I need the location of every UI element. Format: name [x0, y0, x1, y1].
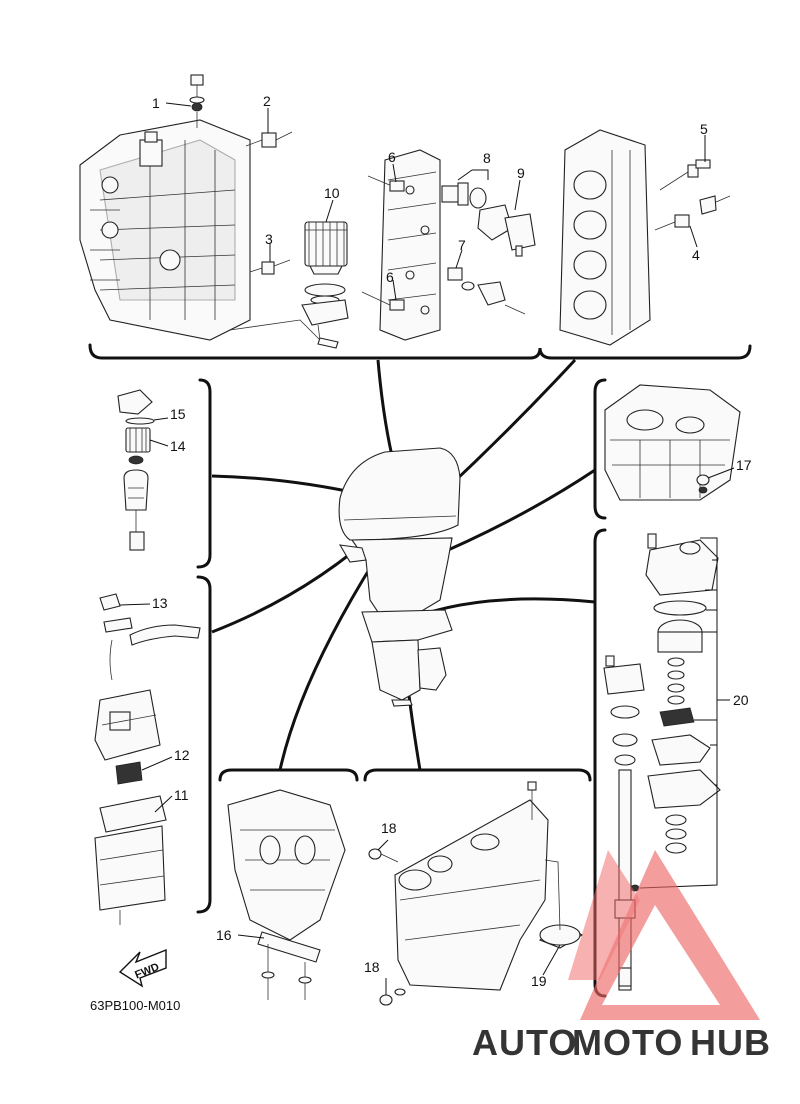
callout-12: 12 [174, 747, 190, 763]
callout-20: 20 [733, 692, 749, 708]
drawing-code: 63PB100-M010 [90, 998, 180, 1013]
watermark-text-2: MOTO [572, 1022, 683, 1063]
left-bracket-fuel [196, 575, 212, 914]
plug-3 [249, 259, 291, 275]
watermark-text-1: AUTO [472, 1022, 577, 1063]
fuel-filter-assembly [117, 389, 155, 551]
callout-10: 10 [324, 185, 340, 201]
cover-9 [477, 204, 536, 257]
bolt-6b [361, 291, 405, 311]
callout-14: 14 [170, 438, 186, 454]
lower-case-assembly [394, 781, 584, 991]
callouts: 1 2 3 4 5 6 6 7 8 9 10 11 12 13 14 15 16… [152, 93, 752, 989]
callout-1: 1 [152, 95, 160, 111]
plate-2 [245, 131, 293, 148]
callout-18a: 18 [381, 820, 397, 836]
plug-18b [379, 988, 406, 1006]
callout-19: 19 [531, 973, 547, 989]
oil-filter-10 [301, 221, 349, 349]
watermark: AUTO MOTO HUB [472, 850, 771, 1063]
callout-8: 8 [483, 150, 491, 166]
bottom-bracket-bracket [218, 768, 359, 782]
callout-13: 13 [152, 595, 168, 611]
top-bracket-engine [88, 343, 752, 360]
callout-3: 3 [265, 231, 273, 247]
left-bracket-filter [196, 378, 212, 569]
callout-17: 17 [736, 457, 752, 473]
bracket-assembly [227, 789, 346, 1000]
bolt-6a [367, 175, 405, 192]
drain-plug-17 [696, 474, 710, 494]
guide-lines [211, 358, 596, 771]
fitting-7 [447, 267, 526, 315]
forward-direction-arrow [118, 948, 167, 988]
plug-18a [368, 848, 399, 863]
callout-5: 5 [700, 121, 708, 137]
intake-plate-assembly [379, 149, 441, 341]
callout-7: 7 [458, 237, 466, 253]
sensor-4 [654, 195, 731, 231]
callout-18b: 18 [364, 959, 380, 975]
bottom-bracket-lowercase [363, 768, 592, 782]
sensor-5 [659, 159, 711, 191]
callout-2: 2 [263, 93, 271, 109]
callout-6a: 6 [388, 149, 396, 165]
watermark-logo-triangle [580, 850, 760, 1020]
oil-pan-assembly [604, 384, 741, 501]
watermark-text-3: HUB [690, 1022, 771, 1063]
thermostat-8 [441, 182, 487, 209]
leader-lines [119, 102, 735, 995]
watermark-logo-inner [568, 850, 640, 980]
power-head-assembly [79, 119, 321, 341]
callout-15: 15 [170, 406, 186, 422]
callout-9: 9 [517, 165, 525, 181]
cylinder-head-assembly [559, 129, 651, 346]
outboard-motor-silhouette [338, 447, 461, 707]
callout-4: 4 [692, 247, 700, 263]
fuel-system-assembly [94, 593, 201, 925]
right-bracket-oilpan [593, 378, 607, 520]
callout-11: 11 [174, 787, 189, 803]
callout-16: 16 [216, 927, 232, 943]
callout-6b: 6 [386, 269, 394, 285]
bolt-1 [189, 74, 205, 128]
